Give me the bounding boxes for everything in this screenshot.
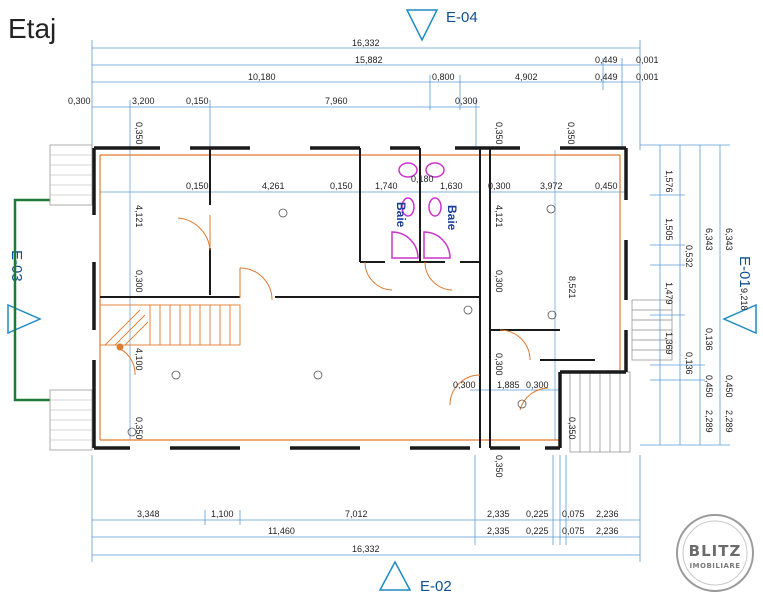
- dimension-label: 1,369: [664, 332, 674, 355]
- balcony-left: [13, 144, 93, 451]
- dimension-label: 2,289: [704, 410, 714, 433]
- top-dimension-chains: [91, 40, 641, 150]
- logo-text: BLITZ: [689, 542, 742, 560]
- dimension-label: 2,335: [487, 509, 510, 519]
- dimension-label: 1,576: [664, 170, 674, 193]
- dimension-label: 0,001: [636, 72, 659, 82]
- dimension-label: 0,350: [134, 417, 144, 440]
- dimension-label: 9,218: [739, 288, 749, 311]
- elevation-label-top: E-04: [446, 9, 478, 26]
- dimension-label: 1,630: [440, 181, 463, 191]
- dimension-label: 0,136: [684, 352, 694, 375]
- interior-stairs: [99, 304, 241, 351]
- dimension-label: 0,075: [562, 526, 585, 536]
- dimension-label: 16,332: [352, 38, 380, 48]
- dimension-label: 4,121: [134, 205, 144, 228]
- dimension-label: 0,350: [566, 122, 576, 145]
- dimension-label: 2,236: [596, 509, 619, 519]
- dimension-label: 0,225: [526, 526, 549, 536]
- dimension-label: 10,180: [248, 72, 276, 82]
- dimension-label: 0,350: [567, 417, 577, 440]
- dimension-label: 4,902: [515, 72, 538, 82]
- dimension-label: 0,450: [724, 375, 734, 398]
- dimension-label: 0,350: [134, 122, 144, 145]
- stairs-right: [569, 299, 673, 453]
- dimension-label: 11,460: [268, 526, 295, 536]
- dimension-label: 0,075: [562, 509, 585, 519]
- dimension-label: 0,800: [432, 72, 455, 82]
- dimension-label: 0,300: [488, 181, 511, 191]
- elevation-label-left: E-03: [8, 250, 25, 282]
- dimension-labels: 16,332 15,882 0,449 0,001 10,180 0,800 4…: [68, 38, 749, 554]
- dimension-label: 0,350: [494, 122, 504, 145]
- dimension-label: 8,521: [567, 276, 577, 299]
- dimension-label: 0,300: [494, 353, 504, 376]
- dimension-label: 0,001: [636, 55, 659, 65]
- dimension-label: 0,449: [595, 55, 618, 65]
- dimension-label: 4,121: [494, 205, 504, 228]
- dimension-label: 0,300: [453, 380, 476, 390]
- dimension-label: 0,300: [134, 270, 144, 293]
- dimension-label: 0,350: [494, 455, 504, 478]
- elevation-marker-left: E-03: [7, 250, 42, 335]
- dimension-label: 4,261: [262, 181, 285, 191]
- dimension-label: 0,532: [684, 245, 694, 268]
- dimension-label: 0,300: [526, 380, 549, 390]
- interior-walls: [100, 148, 595, 448]
- room-label-bath-2: Baie: [445, 205, 459, 231]
- dimension-label: 3,348: [137, 509, 160, 519]
- logo-subtext: IMOBILIARE: [689, 562, 740, 570]
- room-label-bath-1: Baie: [394, 202, 408, 228]
- interior-dimension-lines: [100, 150, 625, 440]
- dimension-label: 0,225: [526, 509, 549, 519]
- plan-title: Etaj: [8, 13, 56, 44]
- right-dimension-chains: [640, 144, 730, 446]
- dimension-label: 2,289: [724, 410, 734, 433]
- dimension-label: 6,343: [704, 228, 714, 251]
- brand-logo: BLITZ IMOBILIARE: [676, 514, 754, 592]
- dimension-label: 1,100: [211, 509, 234, 519]
- exterior-walls: [92, 146, 628, 450]
- dimension-label: 15,882: [355, 55, 383, 65]
- dimension-label: 16,332: [352, 544, 380, 554]
- dimension-label: 0,300: [494, 270, 504, 293]
- dimension-label: 4,100: [134, 348, 144, 371]
- bottom-dimension-chains: [91, 455, 641, 562]
- dimension-label: 0,450: [595, 181, 618, 191]
- sanitary-fixtures: [391, 162, 451, 259]
- ceiling-lights: [127, 204, 557, 437]
- dimension-label: 0,150: [330, 181, 353, 191]
- dimension-label: 7,960: [325, 96, 348, 106]
- dimension-label: 0,150: [186, 96, 209, 106]
- elevation-label-bottom: E-02: [420, 578, 452, 595]
- dimension-label: 0,449: [595, 72, 618, 82]
- dimension-label: 0,300: [455, 96, 478, 106]
- dimension-label: 0,450: [704, 375, 714, 398]
- dimension-label: 0,136: [704, 328, 714, 351]
- dimension-label: 3,200: [132, 96, 155, 106]
- elevation-marker-top: E-04: [405, 9, 478, 42]
- dimension-label: 7,012: [345, 509, 368, 519]
- dimension-label: 0,150: [186, 181, 209, 191]
- dimension-label: 2,335: [487, 526, 510, 536]
- dimension-label: 0,300: [68, 96, 91, 106]
- dimension-label: 6,343: [724, 228, 734, 251]
- dimension-label: 1,740: [375, 181, 398, 191]
- dimension-label: 2,236: [596, 526, 619, 536]
- doors: [117, 215, 549, 411]
- dimension-label: 1,505: [664, 218, 674, 241]
- dimension-label: 1,885: [497, 380, 520, 390]
- elevation-marker-bottom: E-02: [378, 560, 452, 595]
- elevation-marker-right: E-01: [722, 256, 757, 335]
- dimension-label: 1,479: [664, 282, 674, 305]
- dimension-label: 3,972: [540, 181, 563, 191]
- dimension-label: 0,180: [411, 174, 434, 184]
- elevation-label-right: E-01: [736, 256, 753, 288]
